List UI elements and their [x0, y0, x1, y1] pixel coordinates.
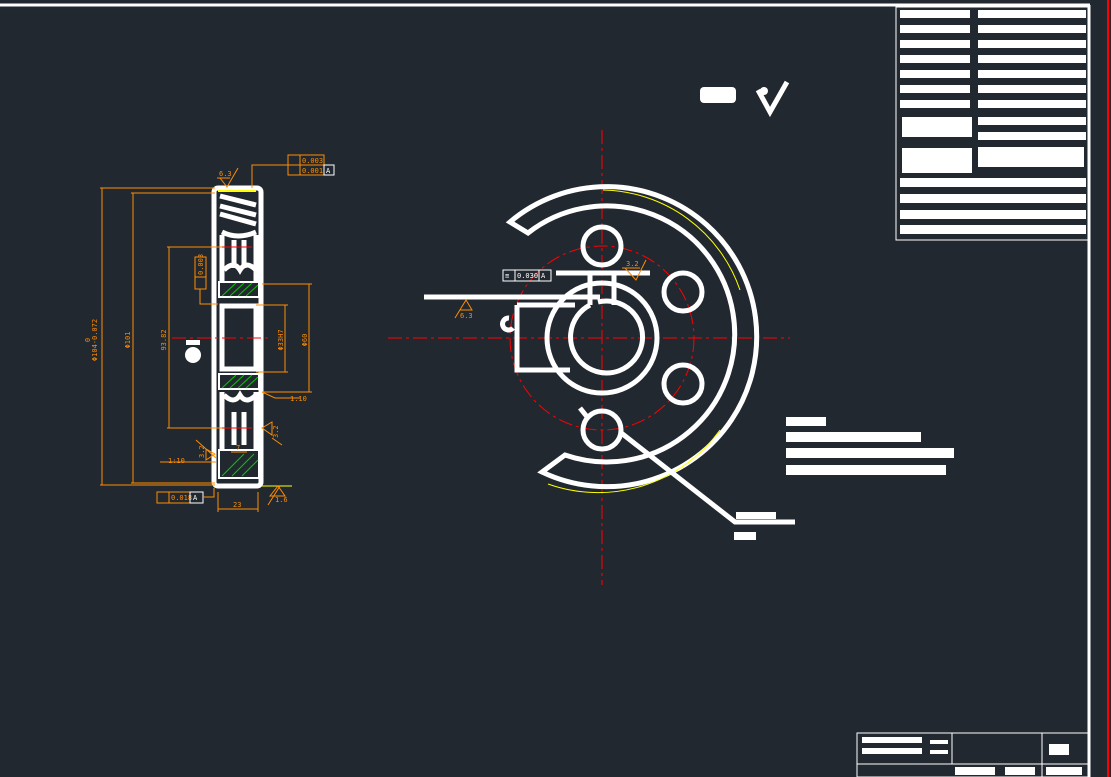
- table-cell: [978, 40, 1036, 48]
- bolt-circle-centerline: [509, 245, 695, 431]
- table-cell: [900, 210, 978, 219]
- gear-section-view[interactable]: Φ104-0.072 0 Φ101 93.82 Φ33H7 Φ60 23 0.0…: [84, 154, 335, 512]
- svg-text:6.3: 6.3: [219, 170, 232, 178]
- svg-text:0: 0: [84, 338, 92, 342]
- shaft-key-outline: [514, 302, 575, 373]
- gear-section-outline: [211, 185, 264, 489]
- hub-outline: [544, 280, 660, 396]
- table-cell: [1036, 194, 1086, 203]
- svg-text:93.82: 93.82: [160, 329, 168, 350]
- table-cell: [1036, 55, 1086, 63]
- table-cell: [900, 25, 970, 33]
- table-cell: [1036, 117, 1086, 125]
- table-cell: [1036, 10, 1086, 18]
- runout-tolerance-frame: 0.018 A: [156, 488, 215, 504]
- svg-text:1:10: 1:10: [290, 395, 307, 403]
- top-tolerance-frames: 0.003 0.001 A: [251, 154, 335, 188]
- svg-text:0.003: 0.003: [302, 157, 323, 165]
- table-cell: [1036, 70, 1086, 78]
- table-cell: [978, 10, 1036, 18]
- roundness-tolerance-frame: 0.003: [194, 254, 218, 305]
- table-cell: [978, 225, 1036, 234]
- gear-front-view[interactable]: ≡ 0.030 A 3.2 6.3: [388, 130, 795, 585]
- table-cell: [1036, 178, 1086, 187]
- hole-leader: [618, 430, 795, 525]
- table-cell: [900, 100, 970, 108]
- svg-text:3.2: 3.2: [198, 445, 206, 458]
- svg-text:0.003: 0.003: [197, 254, 205, 275]
- table-cell: [978, 210, 1036, 219]
- table-cell: [1036, 25, 1086, 33]
- table-cell: [902, 148, 972, 173]
- table-cell: [900, 225, 978, 234]
- svg-text:Φ104-0.072: Φ104-0.072: [91, 319, 99, 361]
- bore-outline: [568, 298, 646, 376]
- table-cell: [900, 10, 970, 18]
- svg-text:Φ60: Φ60: [301, 334, 309, 347]
- table-cell: [1036, 40, 1086, 48]
- roughness-note-rest: [700, 80, 790, 118]
- table-cell: [978, 117, 1036, 125]
- table-cell: [978, 178, 1036, 187]
- symmetry-tolerance-frame: ≡ 0.030 A: [502, 269, 552, 282]
- technical-requirements-notes: [786, 417, 954, 475]
- svg-text:0.001: 0.001: [302, 167, 323, 175]
- lightening-hole: [661, 270, 705, 314]
- table-cell: [978, 147, 1084, 167]
- table-cell: [978, 85, 1036, 93]
- table-cell: [978, 100, 1036, 108]
- svg-text:3.2: 3.2: [626, 260, 639, 268]
- table-cell: [978, 25, 1036, 33]
- svg-text:0.030: 0.030: [517, 272, 538, 280]
- svg-text:A: A: [193, 494, 198, 502]
- svg-text:Φ33H7: Φ33H7: [277, 329, 285, 350]
- table-cell: [900, 70, 970, 78]
- table-cell: [900, 40, 970, 48]
- lightening-hole: [580, 408, 624, 452]
- svg-text:7: 7: [236, 444, 240, 452]
- table-cell: [1036, 100, 1086, 108]
- svg-text:1:10: 1:10: [168, 457, 185, 465]
- table-cell: [900, 194, 978, 203]
- table-cell: [902, 117, 972, 137]
- svg-text:A: A: [326, 167, 331, 175]
- svg-text:6.3: 6.3: [460, 312, 473, 320]
- svg-text:0.018: 0.018: [171, 494, 192, 502]
- gear-parameter-table: [895, 6, 1089, 241]
- table-cell: [1036, 225, 1086, 234]
- svg-text:3.2: 3.2: [272, 425, 280, 438]
- svg-text:1.6: 1.6: [275, 496, 288, 504]
- table-cell: [900, 85, 970, 93]
- gear-rim-outline: [505, 184, 760, 490]
- svg-text:A: A: [541, 272, 546, 280]
- lightening-hole: [661, 362, 705, 406]
- table-cell: [1036, 210, 1086, 219]
- table-cell: [978, 132, 1086, 140]
- table-cell: [1036, 85, 1086, 93]
- svg-text:23: 23: [233, 501, 241, 509]
- svg-text:≡: ≡: [505, 272, 509, 280]
- table-cell: [900, 55, 970, 63]
- title-block: [856, 732, 1089, 777]
- lightening-hole: [580, 224, 624, 268]
- table-cell: [978, 55, 1036, 63]
- table-cell: [978, 70, 1036, 78]
- table-cell: [978, 194, 1036, 203]
- svg-text:Φ101: Φ101: [124, 332, 132, 349]
- table-cell: [900, 178, 978, 187]
